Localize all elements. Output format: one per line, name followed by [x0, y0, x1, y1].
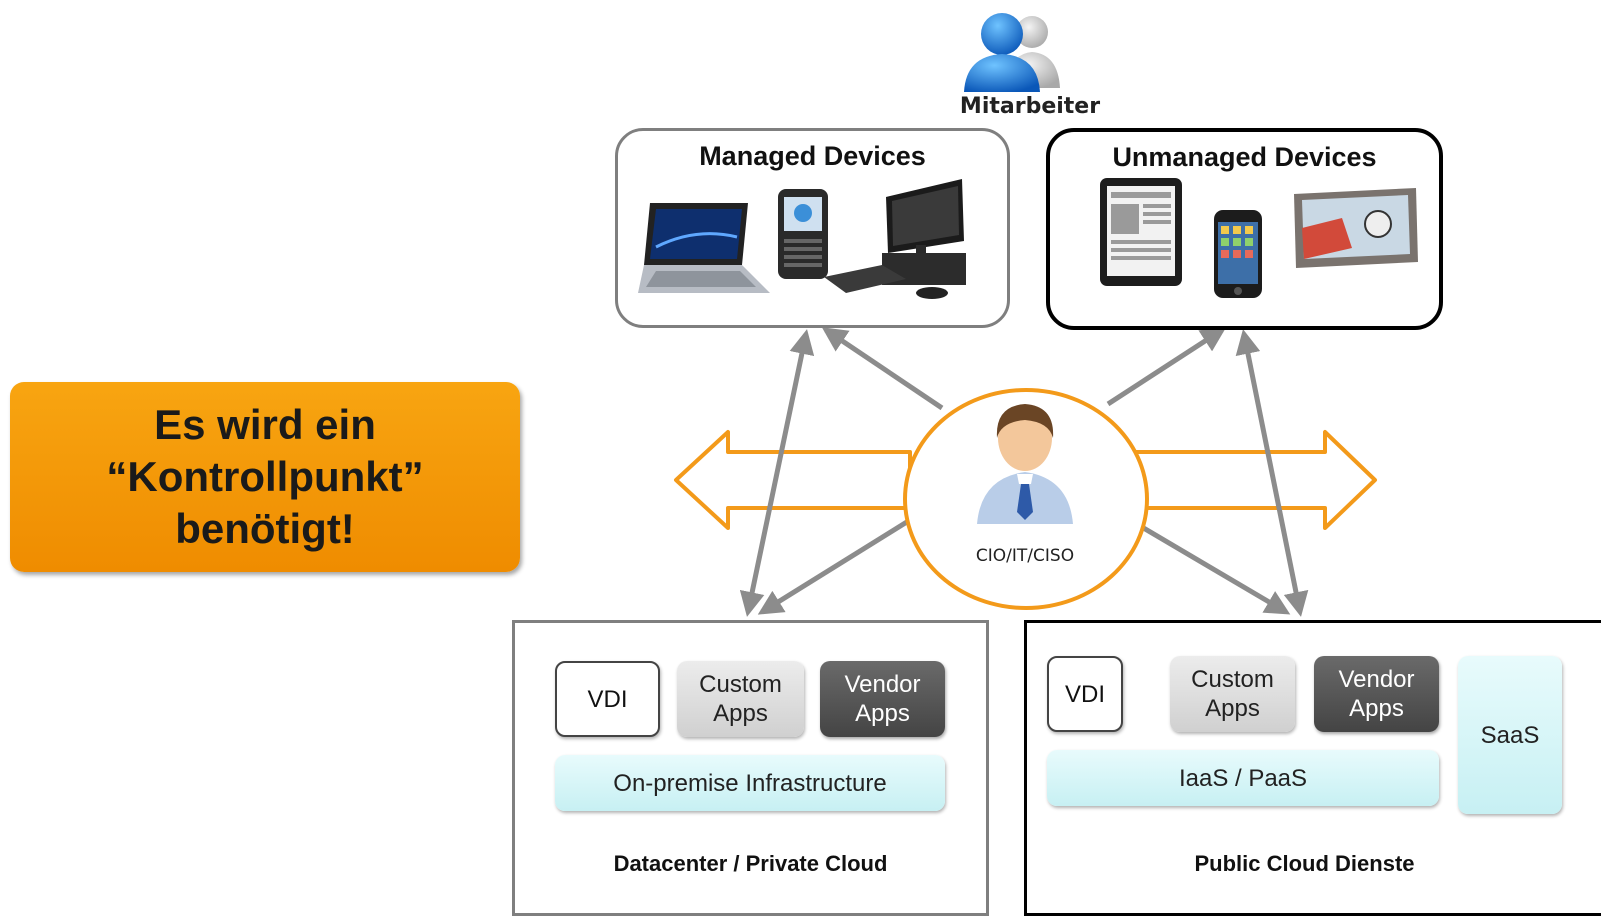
arrow-unmanaged-public — [1235, 329, 1309, 617]
public-platform-label: IaaS / PaaS — [1178, 764, 1308, 792]
manager-icon — [977, 404, 1073, 524]
arrow-managed-private — [739, 329, 815, 617]
public-vendor-apps-line-1: Vendor — [1338, 666, 1415, 693]
unmanaged-devices-title: Unmanaged Devices — [1112, 142, 1377, 172]
managed-devices-title: Managed Devices — [699, 141, 926, 171]
public-cloud-title: Public Cloud Dienste — [1194, 851, 1415, 876]
private-vdi-chip: VDI — [555, 661, 660, 737]
private-vdi-label: VDI — [587, 685, 628, 713]
callout-line-1: Es wird ein — [154, 401, 376, 448]
users-icon — [964, 13, 1060, 92]
smartphone-icon — [778, 189, 828, 279]
public-custom-apps-line-1: Custom — [1191, 666, 1274, 693]
public-vdi-label: VDI — [1064, 680, 1105, 708]
arrow-control-managed — [821, 327, 944, 411]
callout-line-2: “Kontrollpunkt” — [106, 453, 424, 500]
public-custom-apps-line-2: Apps — [1205, 695, 1260, 722]
left-flow-arrow — [674, 430, 912, 530]
tablet-icon — [1100, 178, 1182, 286]
private-vendor-apps-line-1: Vendor — [844, 671, 921, 698]
managed-devices-box: Managed Devices — [615, 128, 1010, 328]
private-custom-apps-line-1: Custom — [699, 671, 782, 698]
unmanaged-devices-box: Unmanaged Devices — [1046, 128, 1443, 330]
public-vendor-apps-line-2: Apps — [1349, 695, 1404, 722]
private-cloud-title: Datacenter / Private Cloud — [613, 851, 888, 876]
arrow-control-unmanaged — [1106, 327, 1227, 407]
private-infrastructure-label: On-premise Infrastructure — [613, 769, 887, 797]
control-role-label: CIO/IT/CISO — [975, 546, 1075, 566]
public-saas-label: SaaS — [1480, 721, 1540, 749]
private-custom-apps-line-2: Apps — [713, 700, 768, 727]
private-vendor-apps-line-2: Apps — [855, 700, 910, 727]
public-saas-chip: SaaS — [1458, 656, 1562, 814]
employees-label: Mitarbeiter — [959, 94, 1101, 119]
public-platform-chip: IaaS / PaaS — [1047, 750, 1439, 806]
iphone-icon — [1214, 210, 1262, 298]
callout-line-3: benötigt! — [175, 505, 355, 552]
arrow-control-public — [1128, 517, 1291, 615]
desktop-pc-icon — [824, 179, 966, 299]
right-flow-arrow — [1133, 430, 1377, 530]
private-infrastructure-chip: On-premise Infrastructure — [555, 755, 945, 811]
android-tablet-icon — [1294, 188, 1418, 268]
public-vdi-chip: VDI — [1047, 656, 1123, 732]
control-point-callout: Es wird ein “Kontrollpunkt” benötigt! — [10, 382, 520, 572]
arrow-control-private — [757, 517, 912, 615]
laptop-icon — [638, 203, 770, 293]
